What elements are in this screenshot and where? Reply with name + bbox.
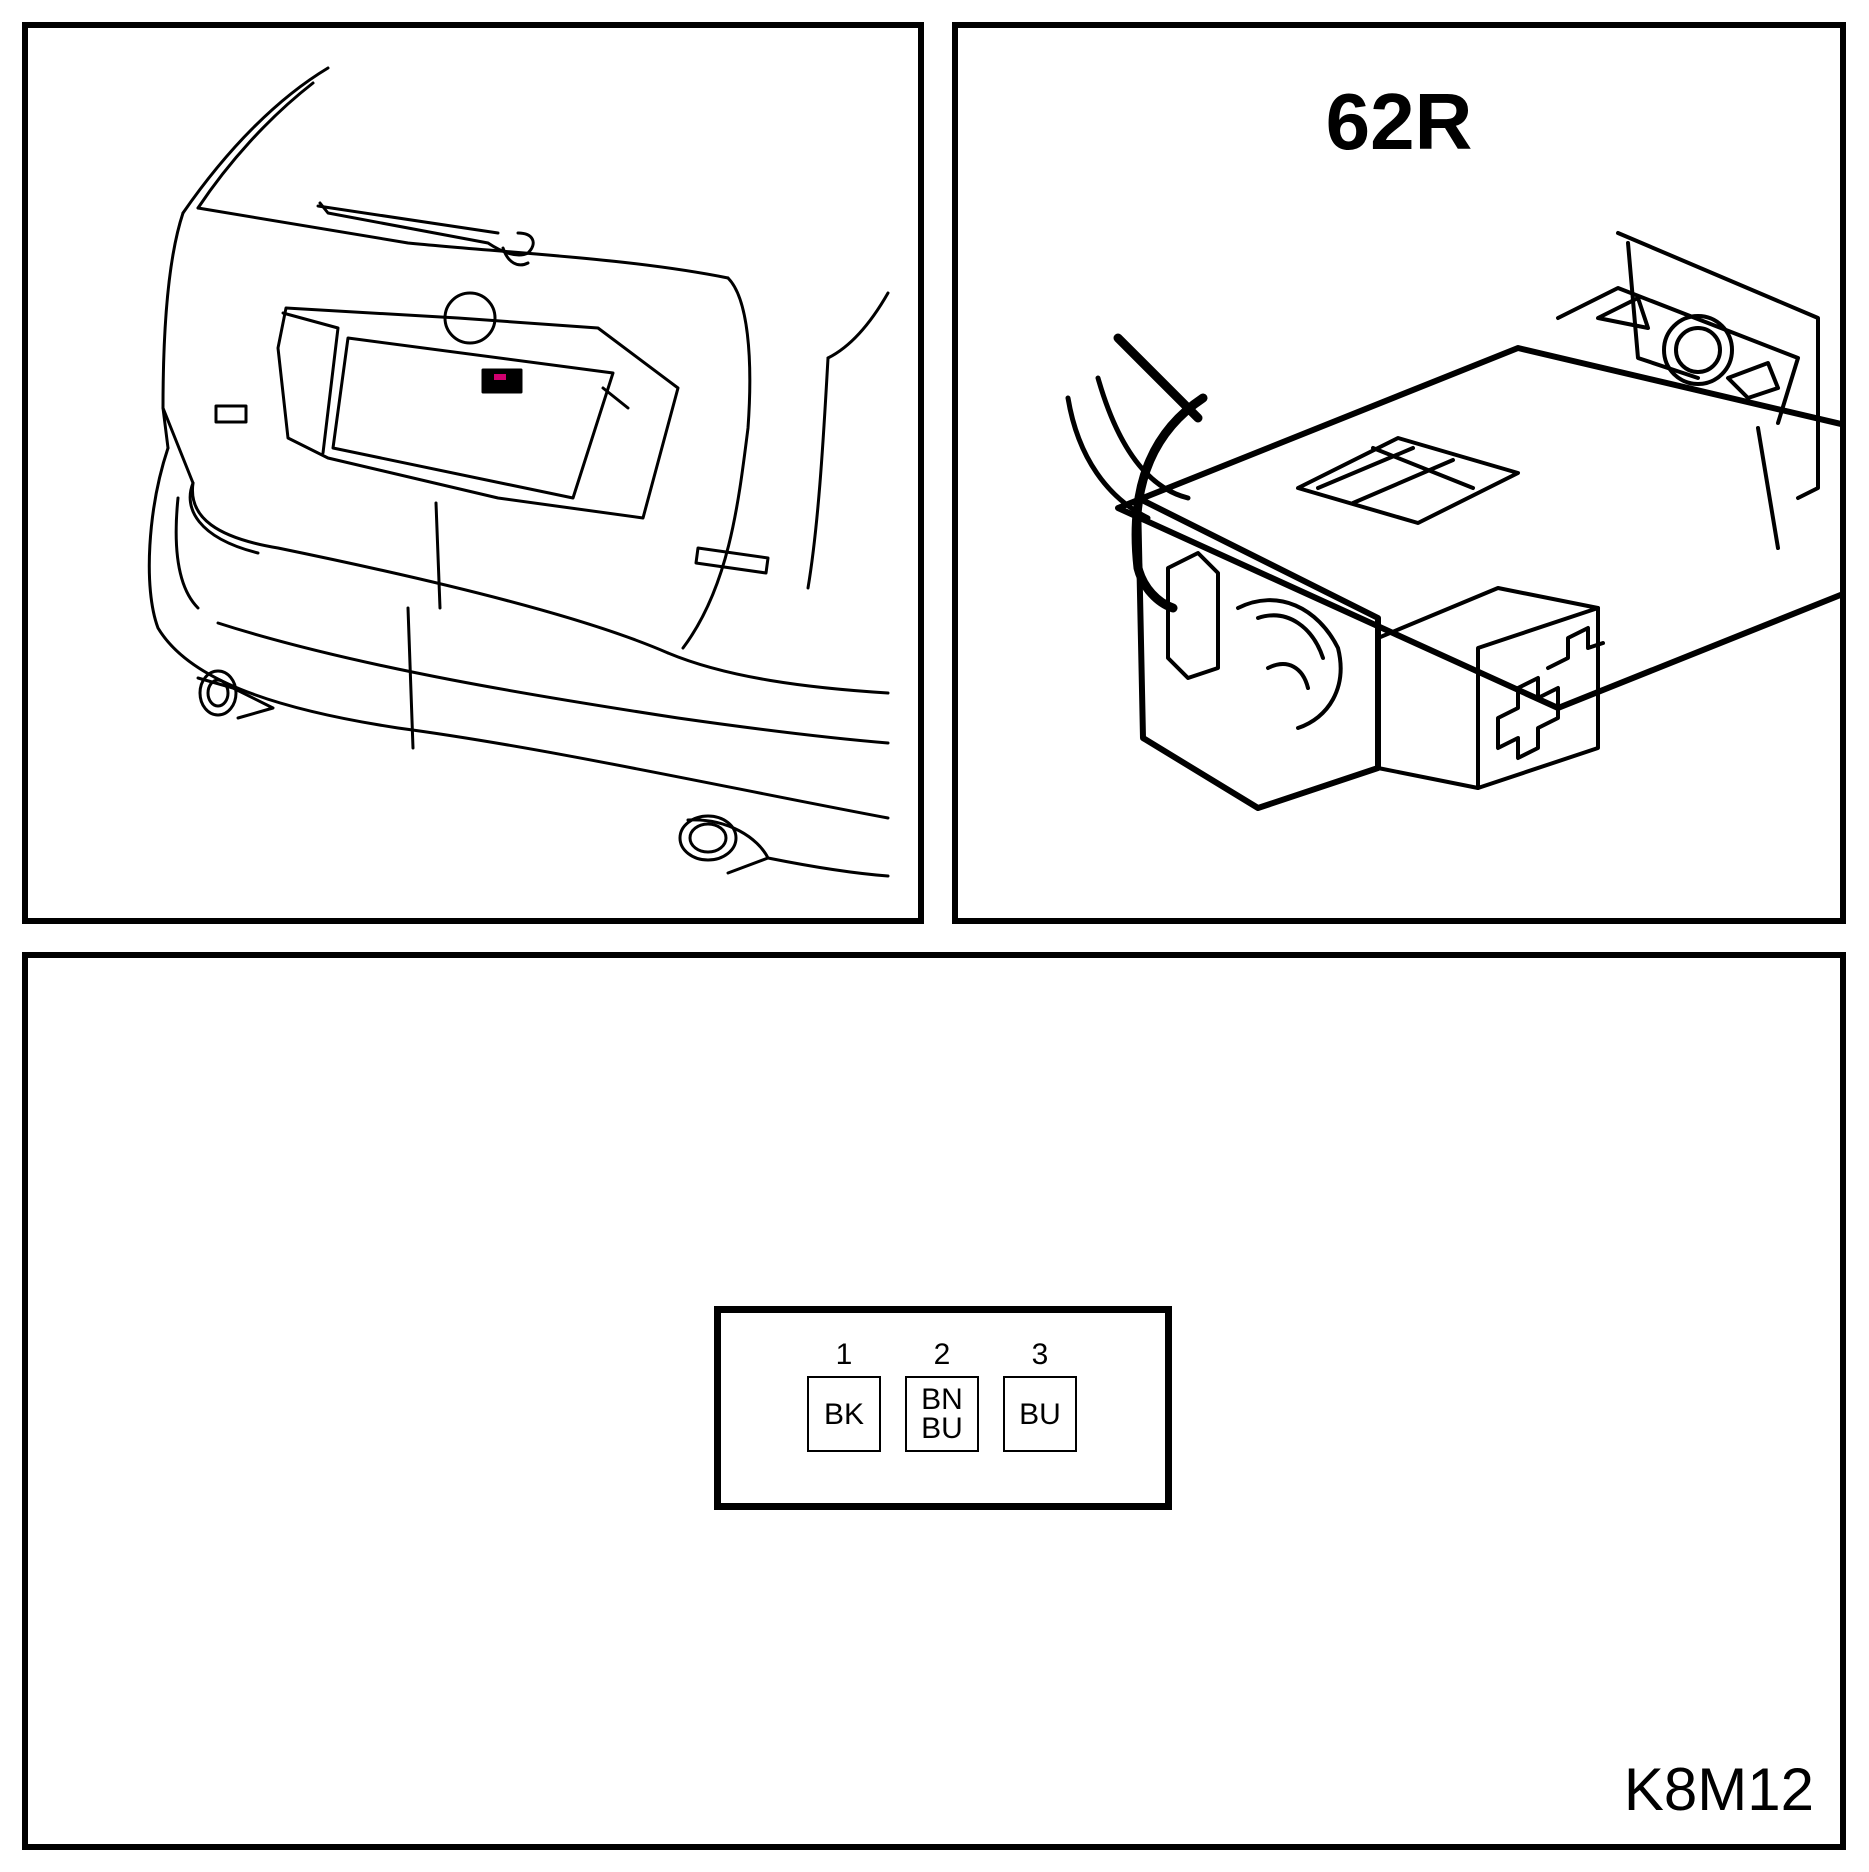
pin-2-color-stripe: BU [921, 1412, 963, 1445]
pin-3-color: BU [1019, 1397, 1061, 1431]
vehicle-rear-illustration [147, 66, 890, 878]
pin-2-number: 2 [933, 1338, 951, 1371]
pin-2-cavity: BN BU [905, 1376, 979, 1452]
connector-face-view: 1 2 3 BK BN BU BU [714, 1306, 1172, 1510]
connector-id-label: 62R [1325, 77, 1473, 166]
pin-1-color: BK [823, 1397, 865, 1431]
diagram-code: K8M12 [1623, 1756, 1814, 1823]
connector-location-marker [494, 374, 506, 380]
vehicle-location-panel [22, 22, 924, 924]
pin-1-number: 1 [835, 1338, 853, 1371]
pinout-panel: 1 2 3 BK BN BU BU K8M12 [22, 952, 1846, 1850]
connector-illustration [1065, 231, 1840, 811]
connector-illustration-panel: 62R [952, 22, 1846, 924]
pin-1-cavity: BK [807, 1376, 881, 1452]
pin-2-color-primary: BN [921, 1383, 963, 1416]
pin-3-cavity: BU [1003, 1376, 1077, 1452]
pin-3-number: 3 [1031, 1338, 1049, 1371]
